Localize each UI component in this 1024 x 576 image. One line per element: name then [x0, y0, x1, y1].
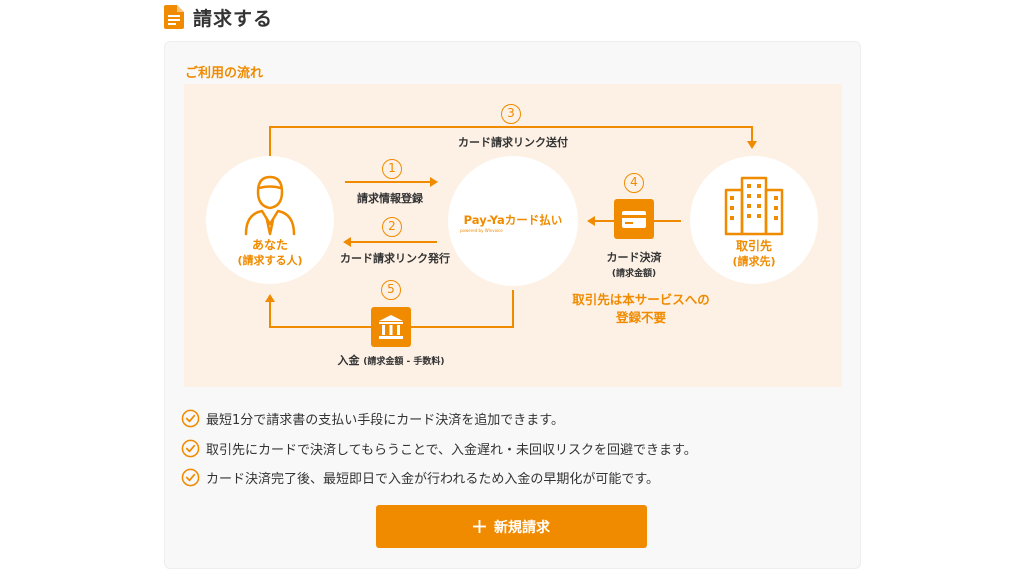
- service-powered-by: powered by Winvoice: [460, 228, 503, 233]
- plus-icon: [473, 520, 486, 533]
- partner-label: 取引先 (請求先): [690, 239, 818, 269]
- check-circle-icon: [181, 468, 200, 487]
- feature-text: カード決済完了後、最短即日で入金が行われるため入金の早期化が可能です。: [206, 472, 660, 488]
- feature-item: 取引先にカードで決済してもらうことで、入金遅れ・未回収リスクを回避できます。: [181, 434, 697, 464]
- step-2-number: 2: [382, 217, 402, 237]
- feature-item: カード決済完了後、最短即日で入金が行われるため入金の早期化が可能です。: [181, 463, 697, 493]
- flow-title: ご利用の流れ: [185, 66, 264, 81]
- partner-label-line1: 取引先: [735, 239, 772, 253]
- arrow-step-3: [269, 126, 753, 156]
- page-header: 請求する: [164, 2, 273, 32]
- building-icon: [724, 176, 784, 236]
- step-1-label: 請求情報登録: [357, 192, 423, 205]
- feature-item: 最短1分で請求書の支払い手段にカード決済を追加できます。: [181, 404, 697, 434]
- step-4-sublabel: (請求金額): [611, 269, 657, 279]
- bank-icon: [379, 315, 403, 339]
- you-label-line1: あなた: [251, 238, 288, 252]
- step-1-number: 1: [382, 159, 402, 179]
- step-5-label-main: 入金: [337, 354, 360, 367]
- you-label: あなた (請求する人): [206, 238, 334, 268]
- service-name: Pay-Yaカード払い: [463, 213, 563, 227]
- note-line1: 取引先は本サービスへの: [572, 292, 710, 307]
- credit-card-tile: [614, 199, 654, 239]
- step-3-number: 3: [501, 104, 521, 124]
- check-circle-icon: [181, 439, 200, 458]
- step-3-label: カード請求リンク送付: [458, 136, 568, 149]
- credit-card-icon: [622, 211, 646, 228]
- step-5-number: 5: [381, 280, 401, 300]
- step-4-label: カード決済: [606, 251, 662, 264]
- document-icon: [164, 5, 184, 29]
- step-5-label: 入金 (請求金額 - 手数料): [326, 352, 456, 368]
- check-circle-icon: [181, 409, 200, 428]
- partner-label-line2: (請求先): [732, 255, 776, 268]
- feature-text: 取引先にカードで決済してもらうことで、入金遅れ・未回収リスクを回避できます。: [206, 442, 697, 458]
- feature-list: 最短1分で請求書の支払い手段にカード決済を追加できます。 取引先にカードで決済し…: [181, 404, 697, 493]
- note-line2: 登録不要: [615, 310, 666, 325]
- step-5-label-sub: (請求金額 - 手数料): [363, 357, 445, 367]
- service-node: [448, 156, 578, 286]
- bank-tile: [371, 307, 411, 347]
- partner-no-registration-note: 取引先は本サービスへの 登録不要: [556, 291, 726, 327]
- feature-text: 最短1分で請求書の支払い手段にカード決済を追加できます。: [206, 413, 564, 429]
- page-title: 請求する: [193, 7, 274, 30]
- person-icon: [244, 175, 296, 236]
- new-invoice-button[interactable]: 新規請求: [376, 505, 647, 548]
- you-label-line2: (請求する人): [237, 254, 303, 267]
- step-4-number: 4: [624, 173, 644, 193]
- new-invoice-button-label: 新規請求: [494, 519, 550, 536]
- step-2-label: カード請求リンク発行: [340, 252, 450, 265]
